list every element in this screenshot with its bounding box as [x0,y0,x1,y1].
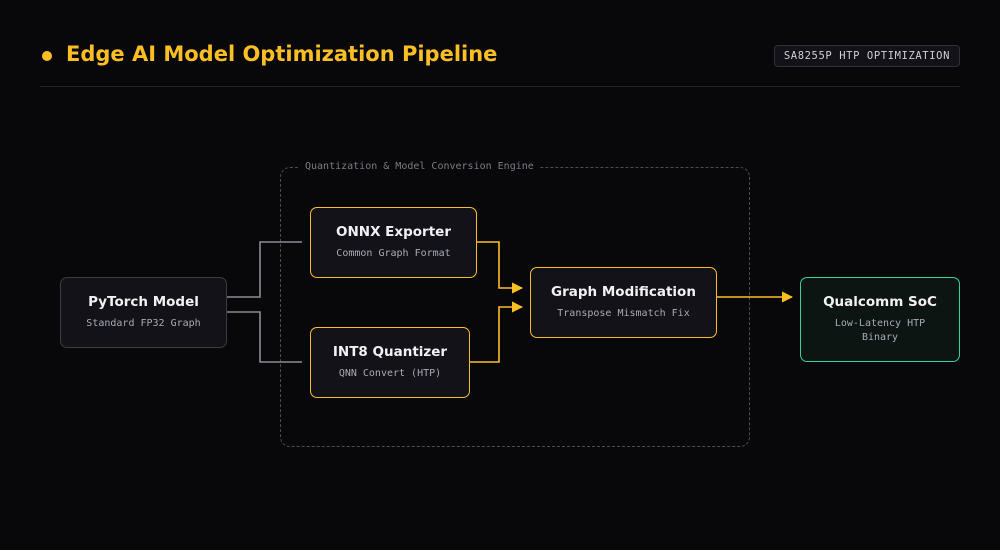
edge-int8-graph [470,301,524,363]
node-title: PyTorch Model [88,294,199,310]
group-label: Quantization & Model Conversion Engine [299,161,540,172]
node-title: Graph Modification [551,284,696,300]
edge-pytorch-int8 [227,311,302,363]
node-title: ONNX Exporter [336,224,451,240]
node-qualcomm-soc: Qualcomm SoC Low-Latency HTP Binary [800,277,960,362]
edge-pytorch-onnx [227,241,302,298]
node-title: Qualcomm SoC [823,294,937,310]
conversion-engine-group: Quantization & Model Conversion Engine [280,161,750,447]
node-subtitle: QNN Convert (HTP) [338,368,442,379]
page-title: Edge AI Model Optimization Pipeline [66,42,498,66]
status-dot-icon [42,51,52,61]
node-pytorch-model: PyTorch Model Standard FP32 Graph [60,277,227,348]
node-int8-quantizer: INT8 Quantizer QNN Convert (HTP) [310,327,470,398]
node-graph-modification: Graph Modification Transpose Mismatch Fi… [530,267,717,338]
chip-badge: SA8255P HTP OPTIMIZATION [773,45,960,67]
node-subtitle: Common Graph Format [336,248,451,259]
page-header: Edge AI Model Optimization Pipeline SA82… [40,40,960,72]
edge-onnx-graph [477,241,524,294]
header-divider [40,86,960,87]
node-subtitle: Transpose Mismatch Fix [557,308,690,319]
node-title: INT8 Quantizer [332,344,448,360]
node-subtitle: Standard FP32 Graph [86,318,201,329]
node-subtitle: Low-Latency HTP Binary [834,318,926,343]
node-onnx-exporter: ONNX Exporter Common Graph Format [310,207,477,278]
